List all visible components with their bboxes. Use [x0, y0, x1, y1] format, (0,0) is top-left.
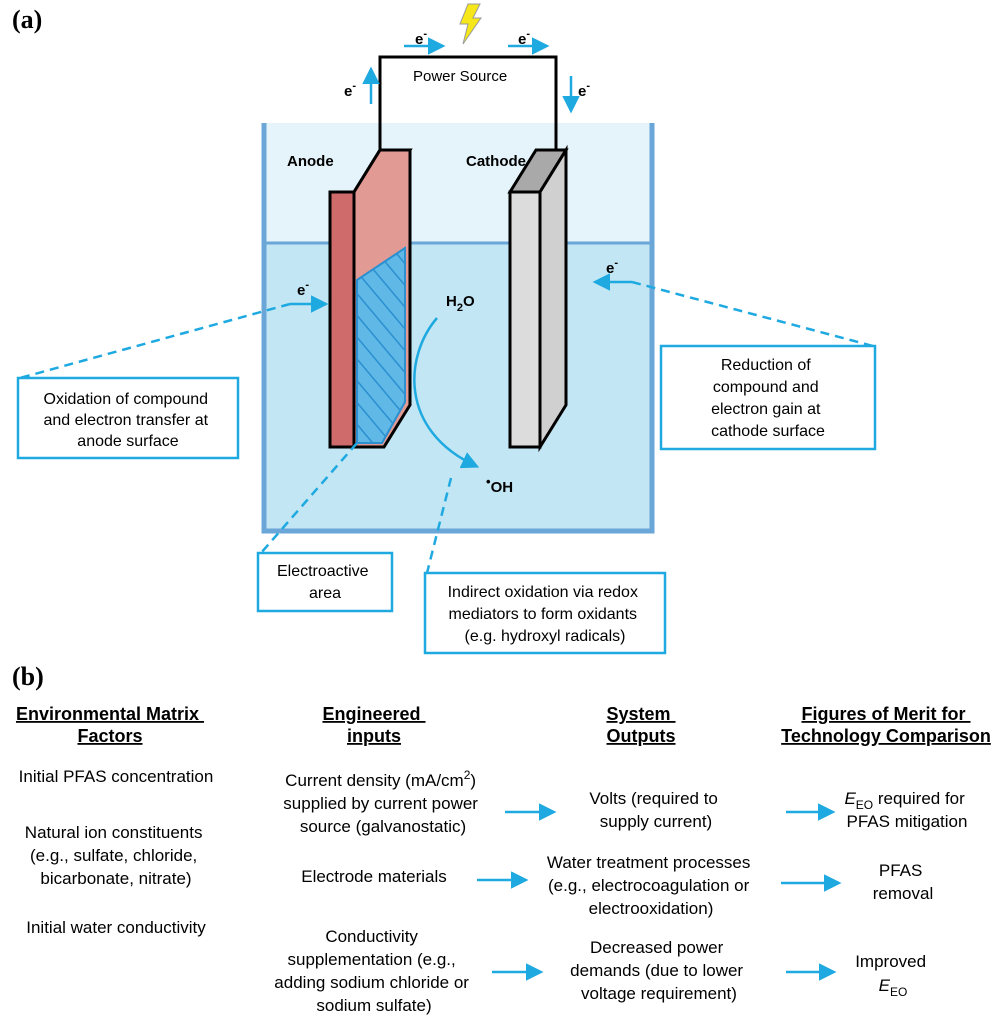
tank-walls: [261, 123, 655, 534]
reduction-box: [659, 344, 877, 451]
env-item-pfas: Initial PFAS concentration: [19, 767, 214, 786]
upper-liquid: [264, 123, 652, 243]
electroactive-area: [356, 246, 406, 444]
hydroxyl-label: •OH: [486, 474, 513, 496]
row3-fom: Improved EEO: [855, 952, 931, 999]
electron-label-cathode: e-: [606, 257, 618, 277]
cathode-electrode: [507, 144, 569, 453]
row1-eng: Current density (mA/cm2) supplied by cur…: [283, 768, 482, 836]
row2-fom: PFAS removal: [873, 861, 933, 903]
electron-label-top-left: e-: [415, 28, 427, 48]
row2-sys: Water treatment processes (e.g., electro…: [547, 853, 755, 918]
cathode-label: Cathode: [466, 153, 526, 170]
circuit-wire: [378, 55, 558, 150]
water-label: H2O: [446, 293, 475, 314]
panel-b-label: (b): [12, 662, 44, 691]
electroactive-box: [256, 551, 394, 613]
oxidation-text: Oxidation of compound and electron trans…: [44, 391, 213, 450]
power-source-label: Power Source: [413, 68, 507, 85]
anode-label: Anode: [287, 153, 334, 170]
callout-line-reduction: [631, 280, 874, 348]
electron-label-anode: e-: [297, 279, 309, 299]
electron-label-right: e-: [578, 80, 590, 100]
lightning-icon: [459, 3, 482, 45]
oxidation-box: [16, 376, 240, 460]
anode-electrode: [328, 148, 413, 449]
electroactive-text: Electroactive area: [277, 563, 373, 602]
row1-fom: EEO required for PFAS mitigation: [844, 789, 969, 831]
indirect-box: [423, 571, 667, 655]
panel-a-label: (a): [12, 5, 42, 34]
header-eng: Engineered inputs: [322, 704, 425, 746]
env-item-ions: Natural ion constituents (e.g., sulfate,…: [25, 823, 207, 888]
oxidation-curve-arrow: [413, 317, 480, 469]
header-fom: Figures of Merit for Technology Comparis…: [781, 704, 991, 746]
row1-sys: Volts (required to supply current): [589, 789, 722, 831]
lower-liquid: [264, 243, 652, 531]
indirect-text: Indirect oxidation via redox mediators t…: [448, 584, 643, 645]
header-sys: System Outputs: [606, 704, 675, 746]
header-env: Environmental Matrix Factors: [16, 704, 204, 746]
callout-line-oxidation: [19, 302, 291, 380]
electron-label-top-right: e-: [518, 28, 530, 48]
row3-eng: Conductivity supplementation (e.g., addi…: [274, 927, 473, 1015]
env-item-conductivity: Initial water conductivity: [26, 918, 206, 937]
callout-line-indirect: [425, 477, 453, 574]
electron-label-left: e-: [344, 80, 356, 100]
row3-sys: Decreased power demands (due to lower vo…: [570, 938, 748, 1003]
callout-line-electroactive: [260, 442, 358, 554]
reduction-text: Reduction of compound and electron gain …: [711, 357, 825, 440]
row2-eng: Electrode materials: [301, 867, 447, 886]
